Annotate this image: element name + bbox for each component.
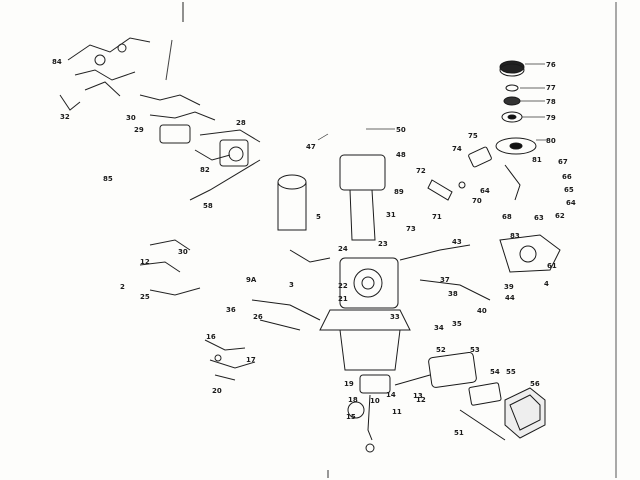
part-callout-31: 31 [386,211,396,219]
part-callout-70: 70 [472,197,482,205]
part-callout-18: 18 [348,396,358,404]
part-callout-29: 29 [134,126,144,134]
part-callout-25: 25 [140,293,150,301]
part-callout-51: 51 [454,429,464,437]
part-callout-62: 62 [555,212,565,220]
part-callout-75: 75 [468,132,478,140]
part-callout-16: 16 [206,333,216,341]
part-callout-10: 10 [370,397,380,405]
part-callout-83: 83 [510,232,520,240]
part-callout-3: 3 [289,281,294,289]
part-callout-13: 13 [413,392,423,400]
part-callout-50: 50 [396,126,406,134]
part-callout-85: 85 [103,175,113,183]
part-callout-33: 33 [390,313,400,321]
part-callout-20: 20 [212,387,222,395]
engine-block [251,154,491,453]
part-callout-22: 22 [338,282,348,290]
part-callout-30: 30 [178,248,188,256]
flywheel-stack [427,60,561,273]
part-callout-11: 11 [392,408,402,416]
part-callout-56: 56 [530,380,540,388]
part-callout-72: 72 [416,167,426,175]
part-callout-32: 32 [60,113,70,121]
part-callout-9A: 9A [246,276,257,284]
part-callout-74: 74 [452,145,462,153]
part-callout-58: 58 [203,202,213,210]
part-callout-38: 38 [448,290,458,298]
part-callout-64: 64 [480,187,490,195]
part-callout-55: 55 [506,368,516,376]
part-callout-17: 17 [246,356,256,364]
part-callout-19: 19 [344,380,354,388]
part-callout-39: 39 [504,283,514,291]
part-callout-64: 64 [566,199,576,207]
part-callout-21: 21 [338,295,348,303]
part-callout-73: 73 [406,225,416,233]
part-callout-2: 2 [120,283,125,291]
part-callout-23: 23 [378,240,388,248]
part-callout-47: 47 [306,143,316,151]
part-callout-66: 66 [562,173,572,181]
part-callout-34: 34 [434,324,444,332]
part-callout-79: 79 [546,114,556,122]
part-callout-28: 28 [236,119,246,127]
part-callout-5: 5 [316,213,321,221]
leader-lines [317,63,548,141]
part-callout-76: 76 [546,61,556,69]
part-callout-54: 54 [490,368,500,376]
part-callout-81: 81 [532,156,542,164]
part-callout-52: 52 [436,346,446,354]
part-callout-63: 63 [534,214,544,222]
part-callout-24: 24 [338,245,348,253]
part-callout-68: 68 [502,213,512,221]
part-callout-37: 37 [440,276,450,284]
part-callout-89: 89 [394,188,404,196]
part-callout-36: 36 [226,306,236,314]
part-callout-14: 14 [386,391,396,399]
part-callout-71: 71 [432,213,442,221]
part-callout-26: 26 [253,313,263,321]
part-callout-15: 15 [346,413,356,421]
part-callout-65: 65 [564,186,574,194]
part-callout-77: 77 [546,84,556,92]
part-callout-12: 12 [416,396,426,404]
part-callout-43: 43 [452,238,462,246]
part-callout-80: 80 [546,137,556,145]
part-callout-61: 61 [547,262,557,270]
governor-linkage [139,239,256,381]
part-callout-35: 35 [452,320,462,328]
part-callout-67: 67 [558,158,568,166]
part-callout-44: 44 [505,294,515,302]
part-callout-40: 40 [477,307,487,315]
throttle-linkage [59,37,261,201]
muffler-assembly [394,351,546,441]
part-callout-12: 12 [140,258,150,266]
part-callout-48: 48 [396,151,406,159]
part-callout-78: 78 [546,98,556,106]
part-callout-53: 53 [470,346,480,354]
part-callout-82: 82 [200,166,210,174]
part-callout-30: 30 [126,114,136,122]
part-callout-4: 4 [544,280,549,288]
part-callout-84: 84 [52,58,62,66]
